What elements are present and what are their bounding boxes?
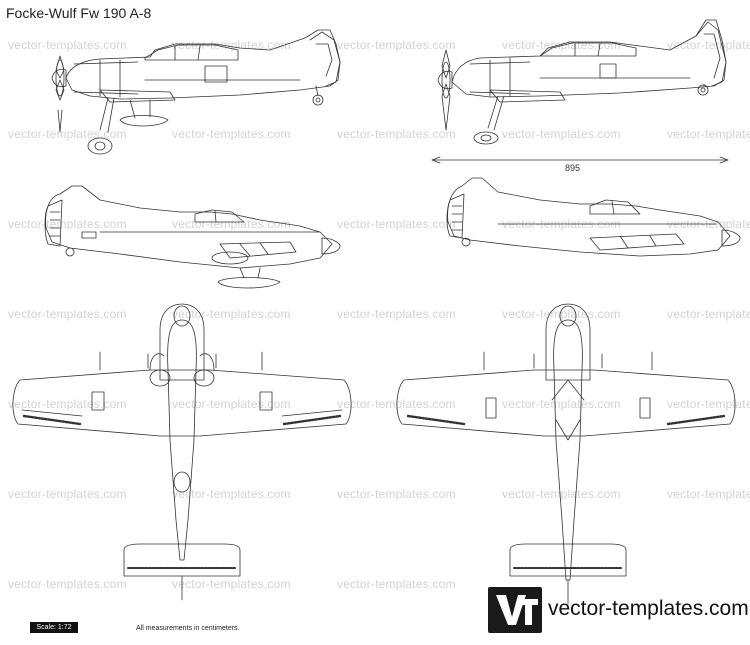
fuselage-outline — [65, 29, 341, 100]
page-title: Focke-Wulf Fw 190 A-8 — [6, 5, 152, 21]
tail-wheel — [461, 237, 471, 247]
tail-wheel — [312, 94, 324, 106]
fuselage-outline — [447, 177, 731, 257]
gun-barrels — [99, 351, 263, 371]
side-view-left-gear-up — [44, 185, 341, 289]
engine-cowling — [545, 303, 591, 381]
propeller-hub — [441, 61, 451, 99]
spinner — [51, 68, 67, 88]
spinner — [559, 305, 577, 327]
length-dimension-value: 895 — [565, 163, 581, 173]
propeller — [55, 55, 65, 133]
side-view-right-gear-down — [437, 19, 727, 145]
propeller — [441, 49, 451, 131]
spinner — [721, 229, 741, 247]
bottom-view — [396, 303, 736, 605]
rudder — [446, 193, 465, 239]
spinner — [437, 70, 453, 90]
top-view — [12, 303, 352, 601]
cockpit — [173, 471, 191, 493]
spinner — [173, 305, 191, 327]
canopy — [589, 199, 641, 215]
tail-fin — [309, 31, 341, 87]
vt-logo-icon — [488, 587, 542, 633]
wing-flaps — [21, 409, 343, 417]
spinner — [321, 237, 341, 255]
fuselage — [553, 319, 583, 581]
wing — [219, 241, 297, 259]
canopy — [194, 209, 245, 223]
wing — [99, 89, 176, 103]
tail-plane — [123, 543, 241, 577]
wing — [589, 233, 685, 251]
vt-logo-glyph — [496, 595, 538, 625]
engine-cowling — [73, 59, 139, 98]
main-gear-leg — [99, 97, 115, 133]
propeller-hub — [55, 59, 65, 97]
canopy — [144, 44, 239, 61]
side-view-right-gear-up — [446, 177, 741, 257]
main-wheel — [473, 131, 499, 145]
tail-fin — [695, 21, 727, 87]
fuselage-outline — [451, 19, 727, 98]
brand-url: vector-templates.com — [548, 597, 749, 620]
access-panel — [204, 65, 228, 83]
drop-tank — [217, 277, 281, 289]
side-view-left-gear-down — [51, 29, 341, 155]
access-panel — [599, 63, 617, 79]
tail-wheel — [697, 84, 709, 96]
wing-outline — [12, 369, 352, 437]
length-dimension-line — [431, 156, 729, 164]
canopy — [539, 42, 637, 57]
main-gear-leg — [487, 95, 505, 131]
wing-outline — [396, 369, 736, 437]
drop-tank — [119, 115, 169, 127]
fuselage — [167, 319, 197, 561]
engine-cowling — [159, 303, 205, 381]
main-wheel — [87, 137, 113, 155]
measurement-note: All measurements in centimeters. — [136, 625, 240, 632]
gun-barrels — [483, 351, 653, 371]
tail-wheel — [65, 247, 75, 257]
scale-badge: Scale: 1:72 — [30, 622, 78, 633]
wing — [489, 89, 566, 103]
rudder — [44, 199, 63, 247]
tail-plane — [509, 543, 627, 577]
fuselage-outline — [45, 185, 333, 269]
